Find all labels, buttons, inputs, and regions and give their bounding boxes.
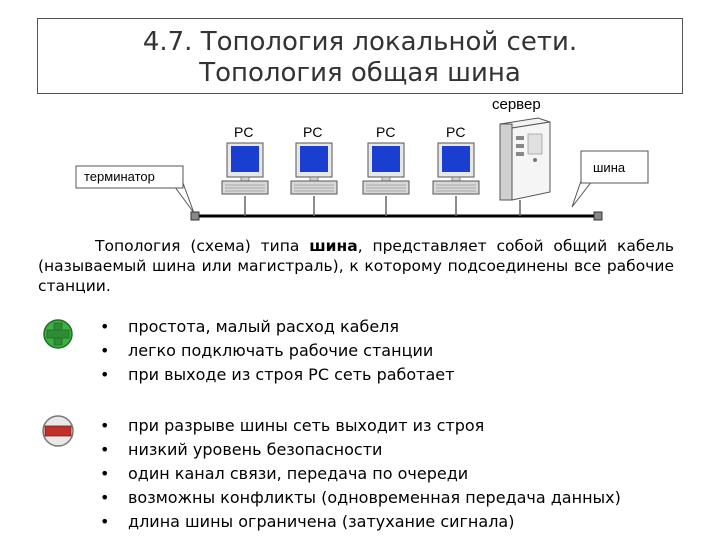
description-text-after: , представляет собой общий кабель (назыв… <box>38 237 674 295</box>
bus-callout <box>571 150 649 208</box>
cons-item: низкий уровень безопасности <box>100 438 621 462</box>
slide-title-line2: Топология общая шина <box>199 58 521 88</box>
topology-description: Топология (схема) типа шина, представляе… <box>38 236 674 296</box>
cons-item: один канал связи, передача по очереди <box>100 462 621 486</box>
pros-list: простота, малый расход кабеля легко подк… <box>100 315 454 387</box>
pc-icon <box>221 142 269 195</box>
pc-label-4: PC <box>446 124 466 140</box>
slide-title-line1: 4.7. Топология локальной сети. <box>142 27 578 57</box>
pc-label-2: PC <box>303 124 323 140</box>
pros-item: при выходе из строя PC сеть работает <box>100 363 454 387</box>
cons-item: длина шины ограничена (затухание сигнала… <box>100 510 621 534</box>
description-text-before: Топология (схема) типа <box>95 237 310 255</box>
pc-icon <box>432 142 480 195</box>
bus-label: шина <box>593 160 626 175</box>
terminator-right <box>593 211 603 221</box>
pc-icon <box>290 142 338 195</box>
terminator-label: терминатор <box>84 169 155 184</box>
terminator-left <box>190 211 200 221</box>
cons-list: при разрыве шины сеть выходит из строя н… <box>100 414 621 534</box>
pc-label-3: PC <box>376 124 396 140</box>
pros-item: простота, малый расход кабеля <box>100 315 454 339</box>
cons-item: при разрыве шины сеть выходит из строя <box>100 414 621 438</box>
server-icon <box>499 117 551 201</box>
pros-item: легко подключать рабочие станции <box>100 339 454 363</box>
terminator-callout <box>75 165 195 214</box>
title-box: 4.7. Топология локальной сети. Топология… <box>37 18 683 94</box>
pc-icon <box>362 142 410 195</box>
cons-item: возможны конфликты (одновременная переда… <box>100 486 621 510</box>
plus-icon <box>43 319 73 349</box>
minus-icon <box>42 415 74 447</box>
description-bold-term: шина <box>309 237 358 255</box>
server-label: сервер <box>492 96 541 113</box>
pc-label-1: PC <box>234 124 254 140</box>
